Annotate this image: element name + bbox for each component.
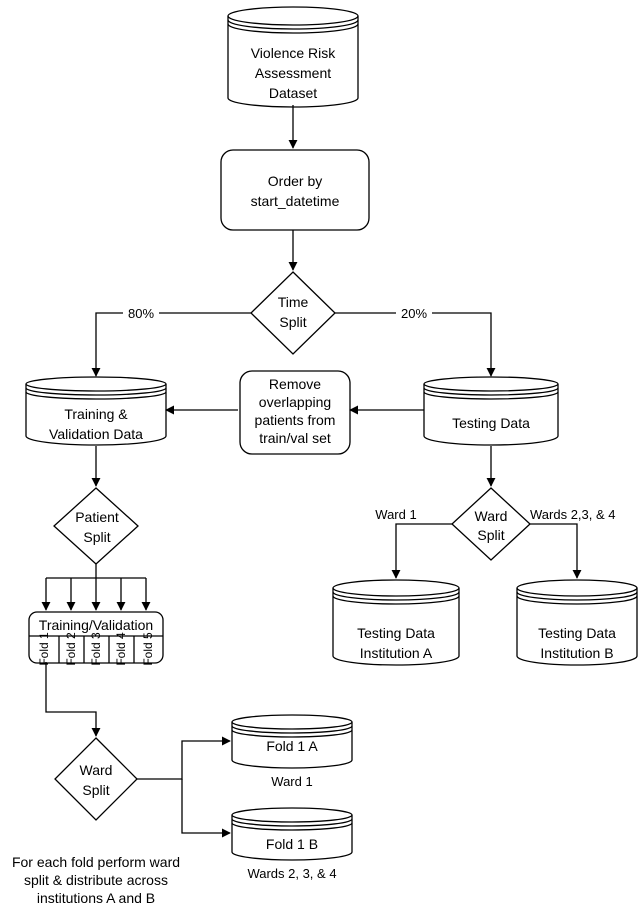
connector-timesplit-testing <box>335 312 496 377</box>
note-line-3: institutions A and B <box>37 890 155 906</box>
fold-label-2: Fold 2 <box>64 632 78 666</box>
test-inst-a-label-1: Testing Data <box>357 625 435 641</box>
remove-box <box>239 370 351 455</box>
dataset-label-1: Violence Risk <box>251 45 337 61</box>
connector-wardsplit-fold1a <box>137 736 231 780</box>
folds-container <box>28 611 164 664</box>
test-inst-b-label-1: Testing Data <box>538 625 616 641</box>
remove-label-1: Remove <box>269 376 321 392</box>
ward-split-test-label-1: Ward <box>475 508 508 524</box>
train-val-cylinder <box>25 376 167 446</box>
ward-split-test-diamond <box>451 487 531 561</box>
train-val-label-1: Training & <box>64 406 128 422</box>
train-val-label-2: Validation Data <box>49 426 143 442</box>
dataset-cylinder <box>227 6 359 108</box>
ward-split-test-label-2: Split <box>477 527 504 543</box>
dataset-label-3: Dataset <box>269 85 317 101</box>
tv-header-label: Training/Validation <box>39 617 153 633</box>
pct80-label: 80% <box>128 306 154 321</box>
ward-split-fold-diamond <box>54 737 138 821</box>
test-inst-b-cylinder <box>516 579 638 666</box>
fold1a-cylinder <box>231 714 353 769</box>
order-box <box>220 149 370 231</box>
ward1-fold-label: Ward 1 <box>271 774 312 789</box>
time-split-diamond <box>250 271 336 355</box>
connector-timesplit-trainval <box>91 312 251 377</box>
remove-label-2: overlapping <box>259 394 331 410</box>
fold-label-5: Fold 5 <box>141 632 155 666</box>
patient-split-label-1: Patient <box>75 509 119 525</box>
test-inst-a-label-2: Institution A <box>360 645 433 661</box>
fold1a-label: Fold 1 A <box>266 738 318 754</box>
fold-label-3: Fold 3 <box>89 632 103 666</box>
wards234-fold-label: Wards 2, 3, & 4 <box>247 866 336 881</box>
remove-label-3: patients from <box>255 412 336 428</box>
pct20-label: 20% <box>401 306 427 321</box>
order-label-1: Order by <box>268 173 322 189</box>
test-inst-b-label-2: Institution B <box>540 645 613 661</box>
test-inst-a-cylinder <box>332 579 460 666</box>
time-split-label-1: Time <box>278 294 309 310</box>
note-line-2: split & distribute across <box>24 872 168 888</box>
fold-label-4: Fold 4 <box>114 632 128 666</box>
connector-wardsplit-fold1b <box>181 779 231 838</box>
ward-split-fold-label-2: Split <box>82 782 109 798</box>
fold-label-1: Fold 1 <box>37 632 51 666</box>
fold1b-label: Fold 1 B <box>266 836 318 852</box>
ward-split-fold-label-1: Ward <box>80 762 113 778</box>
note-line-1: For each fold perform ward <box>12 854 180 870</box>
order-label-2: start_datetime <box>251 193 340 209</box>
time-split-label-2: Split <box>279 314 306 330</box>
patient-split-label-2: Split <box>83 529 110 545</box>
wards234-test-label: Wards 2,3, & 4 <box>530 507 616 522</box>
patient-split-diamond <box>53 487 139 565</box>
connector-wardsplit-inst-b <box>530 523 582 579</box>
connector-fold1-wardsplit <box>45 662 101 737</box>
remove-label-4: train/val set <box>259 430 331 446</box>
testing-cylinder <box>423 376 559 446</box>
connector-wardsplit-inst-a <box>391 523 452 579</box>
dataset-label-2: Assessment <box>255 65 331 81</box>
ward1-test-label: Ward 1 <box>375 507 416 522</box>
testing-label: Testing Data <box>452 415 530 431</box>
fold1b-cylinder <box>231 807 353 861</box>
